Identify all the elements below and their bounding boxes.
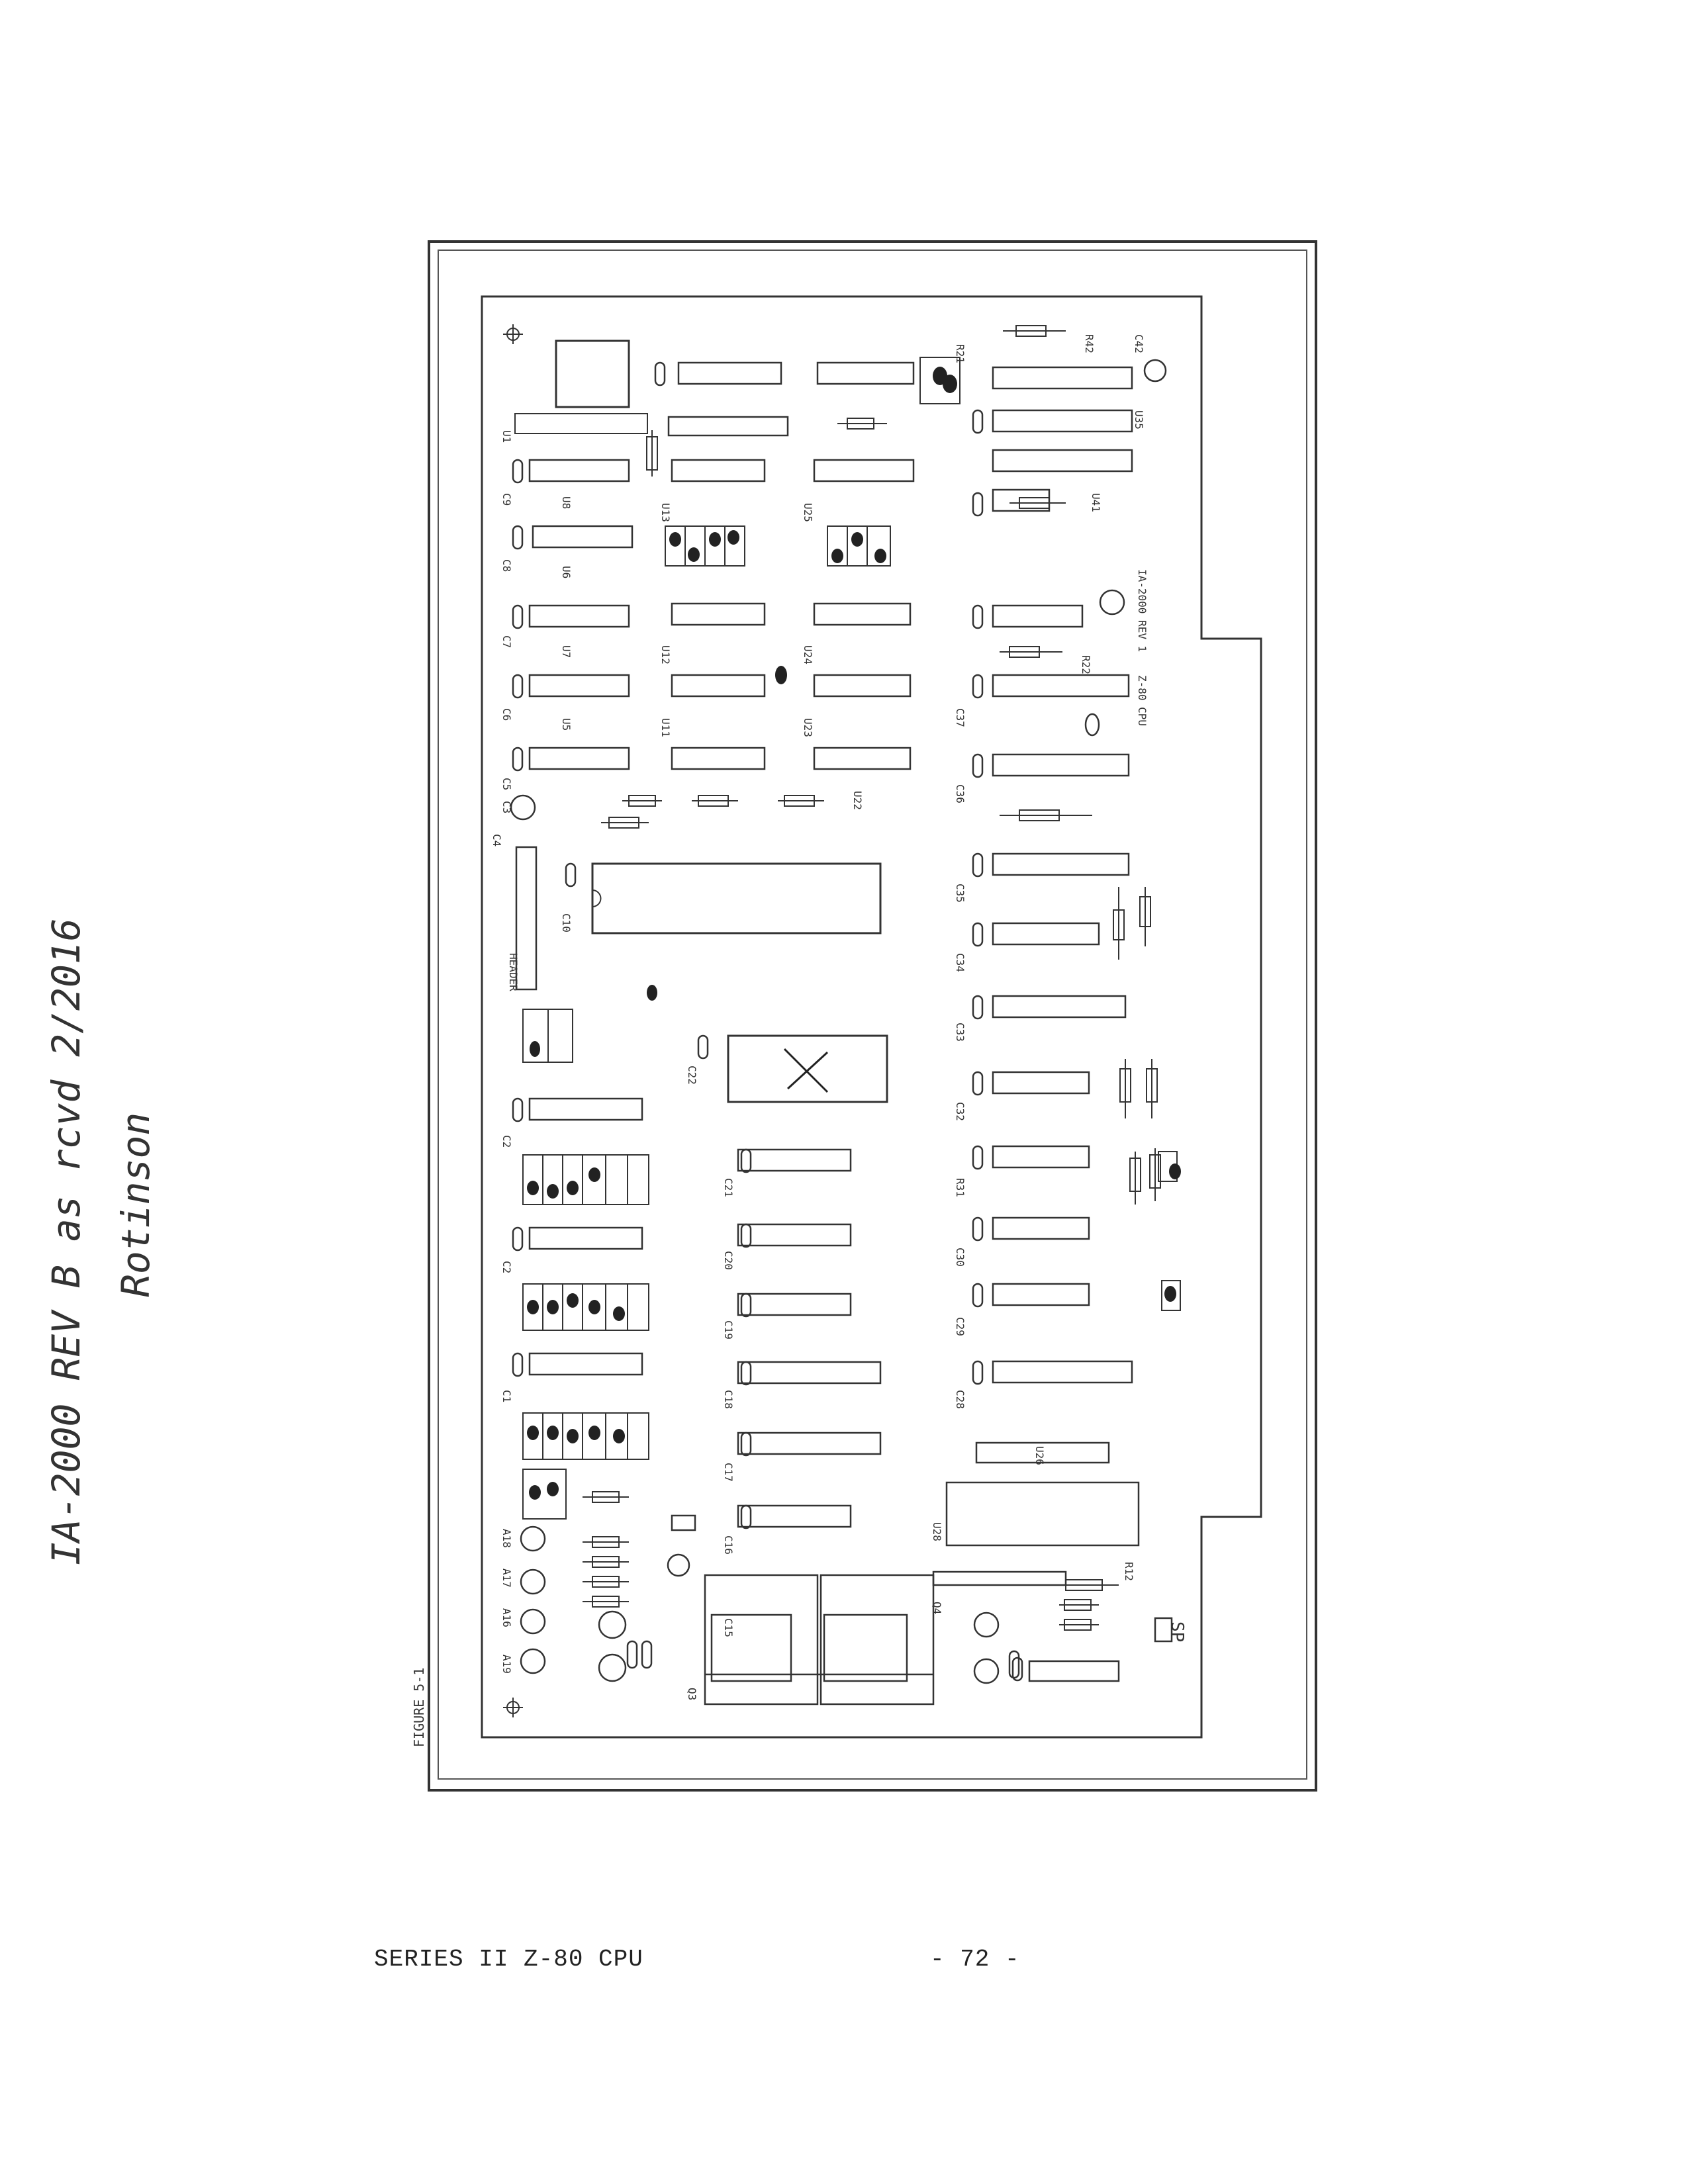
svg-text:U41: U41	[1090, 493, 1102, 512]
svg-text:U11: U11	[659, 718, 672, 737]
svg-text:R21: R21	[954, 344, 966, 363]
svg-text:HEADER: HEADER	[507, 953, 520, 991]
svg-text:C2: C2	[500, 1261, 513, 1273]
svg-text:U26: U26	[1033, 1446, 1046, 1465]
svg-text:U8: U8	[560, 496, 573, 509]
svg-text:U24: U24	[802, 645, 814, 664]
svg-text:R12: R12	[1123, 1562, 1135, 1581]
jumper-blocks	[522, 357, 1181, 1520]
svg-text:C21: C21	[722, 1178, 735, 1197]
svg-text:A16: A16	[500, 1608, 513, 1627]
svg-text:U23: U23	[802, 718, 814, 737]
capacitors-right	[654, 361, 1023, 1682]
handwritten-line-2: Rotinson	[113, 1113, 158, 1297]
svg-text:R22: R22	[1080, 655, 1092, 674]
ic-column-middle	[667, 361, 915, 770]
svg-text:U28: U28	[931, 1522, 943, 1541]
capacitors-left	[512, 459, 577, 1377]
svg-text:C2: C2	[500, 1135, 513, 1148]
svg-text:C18: C18	[722, 1390, 735, 1409]
footer-series-title: SERIES II Z-80 CPU	[374, 1946, 643, 1973]
handwritten-note: IA-2000 REV B as rcvd 2/2016 Rotinson	[44, 918, 158, 1565]
svg-text:C19: C19	[722, 1320, 735, 1340]
ic-rn1	[514, 413, 648, 434]
svg-text:C16: C16	[722, 1535, 735, 1555]
silkscreen-labels: U1 C9 C8 C7 C6 C5 U8 U6 U7 U5 U13 U12 U1…	[411, 334, 1149, 1747]
svg-text:C34: C34	[954, 953, 966, 972]
svg-text:U5: U5	[560, 718, 573, 731]
svg-text:U35: U35	[1133, 410, 1145, 430]
registration-mark-top	[503, 324, 523, 344]
svg-text:U13: U13	[659, 503, 672, 522]
svg-text:C33: C33	[954, 1023, 966, 1042]
svg-text:C30: C30	[954, 1248, 966, 1267]
svg-text:R31: R31	[954, 1178, 966, 1197]
crystal-y1	[555, 340, 630, 408]
sp-annotation: SP	[1167, 1621, 1187, 1642]
svg-text:U6: U6	[560, 566, 573, 578]
svg-text:C1: C1	[500, 1390, 513, 1402]
board-outline	[481, 295, 1262, 1739]
svg-text:R42: R42	[1083, 334, 1096, 353]
registration-mark-bottom	[503, 1698, 523, 1717]
svg-text:U7: U7	[560, 645, 573, 658]
svg-text:C7: C7	[500, 635, 513, 648]
svg-text:C22: C22	[686, 1066, 698, 1085]
ic-column-left	[528, 459, 633, 770]
svg-text:C10: C10	[560, 913, 573, 933]
svg-text:C32: C32	[954, 1102, 966, 1121]
svg-text:C35: C35	[954, 884, 966, 903]
board-id-label: IA-2000 REV 1	[1136, 569, 1149, 652]
ic-column-right	[945, 366, 1140, 1682]
footer-page-number: - 72 -	[930, 1946, 1020, 1973]
ic-removed	[727, 1034, 888, 1103]
svg-text:A19: A19	[500, 1655, 513, 1674]
svg-text:C15: C15	[722, 1618, 735, 1637]
outer-frame	[428, 240, 1317, 1792]
svg-text:C4: C4	[491, 834, 503, 846]
svg-text:C9: C9	[500, 493, 513, 506]
figure-label: FIGURE 5-1	[411, 1668, 427, 1747]
round-components	[510, 359, 1167, 1684]
svg-text:Q3: Q3	[686, 1688, 698, 1700]
svg-text:Q4: Q4	[931, 1602, 943, 1614]
svg-text:U22: U22	[851, 791, 864, 810]
handwritten-line-1: IA-2000 REV B as rcvd 2/2016	[44, 918, 89, 1565]
inner-frame	[438, 250, 1307, 1780]
svg-text:C8: C8	[500, 559, 513, 572]
svg-text:U12: U12	[659, 645, 672, 664]
svg-text:C29: C29	[954, 1317, 966, 1336]
svg-text:C36: C36	[954, 784, 966, 803]
svg-text:A17: A17	[500, 1569, 513, 1588]
svg-text:C6: C6	[500, 708, 513, 721]
svg-text:U1: U1	[500, 430, 513, 443]
jumper-shorts	[527, 367, 1181, 1500]
svg-text:C28: C28	[954, 1390, 966, 1409]
ic-column-center-lower	[528, 1097, 882, 1528]
svg-text:A18: A18	[500, 1529, 513, 1548]
svg-text:C17: C17	[722, 1463, 735, 1482]
svg-text:C5: C5	[500, 778, 513, 790]
svg-text:U25: U25	[802, 503, 814, 522]
ic-cpu	[591, 862, 882, 934]
resistors	[583, 325, 1161, 1631]
svg-text:C42: C42	[1133, 334, 1145, 353]
svg-text:C3: C3	[500, 801, 513, 813]
board-name-label: Z-80 CPU	[1136, 675, 1149, 726]
connector-header	[515, 846, 538, 991]
svg-text:C37: C37	[954, 708, 966, 727]
regulator-blocks	[626, 1514, 1173, 1706]
svg-text:C20: C20	[722, 1251, 735, 1270]
